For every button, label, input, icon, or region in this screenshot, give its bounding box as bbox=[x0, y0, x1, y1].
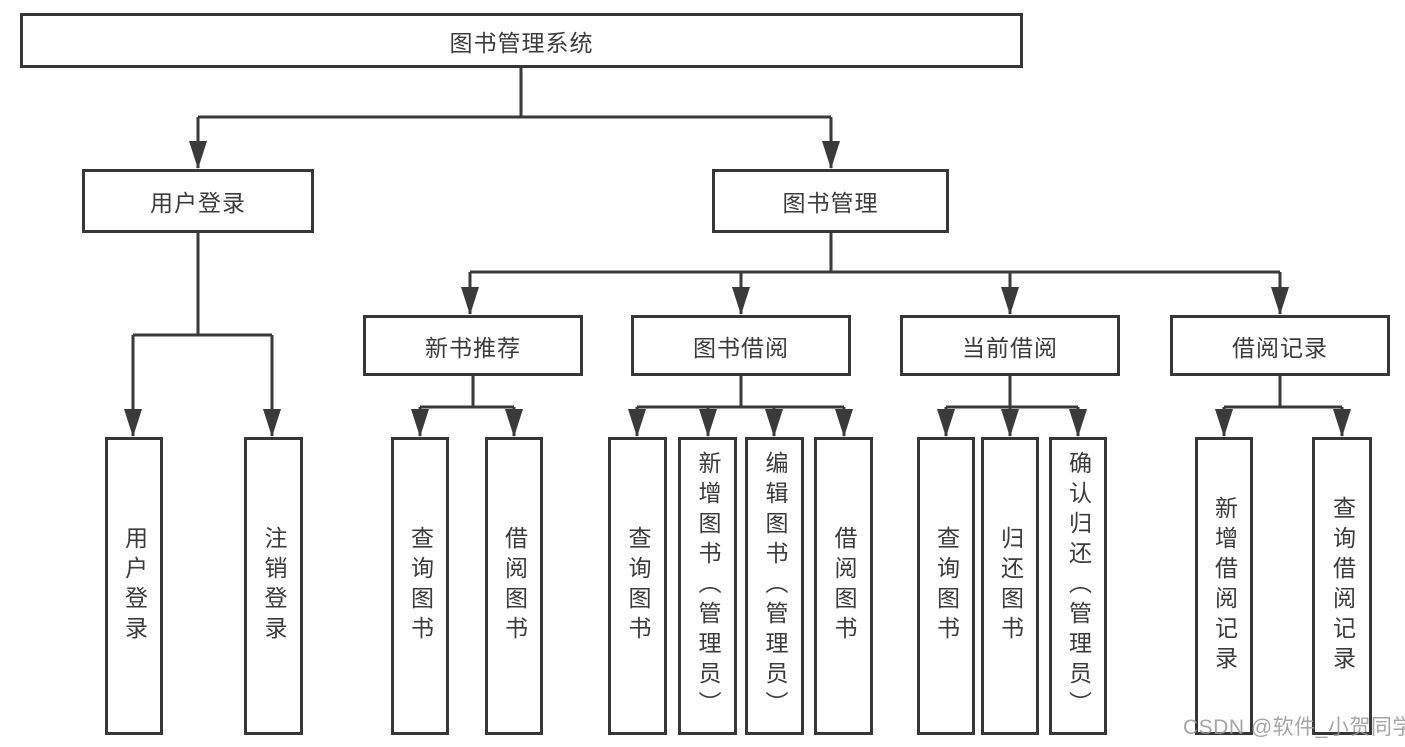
node-current-borrow: 当前借阅 bbox=[900, 315, 1120, 376]
leaf-query-books-borrow: 查询图书 bbox=[608, 437, 667, 735]
leaf-return-books: 归还图书 bbox=[981, 437, 1039, 735]
arrowheads bbox=[124, 141, 1351, 437]
node-book-management: 图书管理 bbox=[712, 169, 949, 233]
leaf-query-borrow-record: 查询借阅记录 bbox=[1312, 437, 1372, 735]
leaf-add-borrow-record: 新增借阅记录 bbox=[1195, 437, 1253, 735]
leaf-borrow-books: 借阅图书 bbox=[814, 437, 873, 735]
node-book-borrow: 图书借阅 bbox=[631, 315, 851, 376]
leaf-add-book-admin: 新增图书（管理员） bbox=[678, 437, 737, 735]
leaf-logout: 注销登录 bbox=[244, 437, 303, 735]
leaf-query-books-current: 查询图书 bbox=[917, 437, 975, 735]
leaf-confirm-return-admin: 确认归还（管理员） bbox=[1049, 437, 1107, 735]
leaf-edit-book-admin: 编辑图书（管理员） bbox=[745, 437, 804, 735]
node-new-book-recommend: 新书推荐 bbox=[363, 315, 583, 376]
csdn-watermark: CSDN @软件_小贺同学 bbox=[1183, 716, 1405, 739]
node-borrow-records: 借阅记录 bbox=[1170, 315, 1390, 376]
leaf-query-books-recommend: 查询图书 bbox=[391, 437, 449, 735]
leaf-borrow-books-recommend: 借阅图书 bbox=[485, 437, 543, 735]
leaf-user-login: 用户登录 bbox=[105, 437, 163, 735]
node-root: 图书管理系统 bbox=[20, 13, 1023, 68]
node-user-login: 用户登录 bbox=[82, 169, 314, 233]
